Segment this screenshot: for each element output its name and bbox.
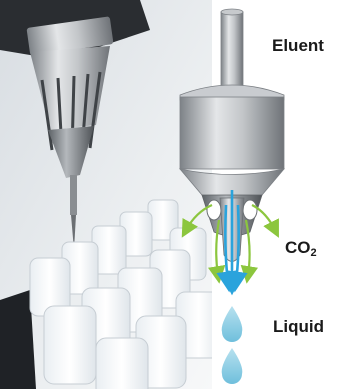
liquid-flow-arrows bbox=[216, 190, 248, 296]
vial-rack bbox=[29, 199, 223, 389]
needle-icon bbox=[26, 16, 114, 250]
co2-label-base: CO bbox=[285, 238, 311, 257]
liquid-label: Liquid bbox=[273, 317, 324, 336]
co2-label-subscript: 2 bbox=[310, 247, 317, 259]
co2-label: CO2 bbox=[285, 238, 317, 259]
droplet-icon bbox=[221, 306, 243, 384]
eluent-label: Eluent bbox=[272, 36, 324, 55]
